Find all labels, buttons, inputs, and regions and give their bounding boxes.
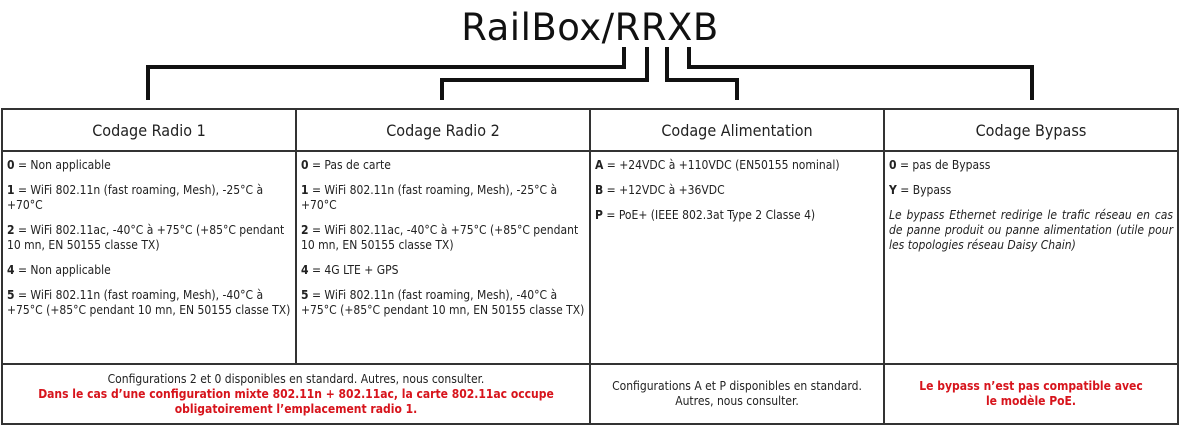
- list-item: B = +12VDC à +36VDC: [595, 183, 879, 198]
- option-text: = PoE+ (IEEE 802.3at Type 2 Classe 4): [602, 208, 816, 222]
- option-code: 1: [7, 183, 15, 197]
- power-note-line-2: Autres, nous consulter.: [675, 394, 799, 408]
- coding-table: Codage Radio 1 Codage Radio 2 Codage Ali…: [1, 108, 1179, 425]
- header-radio-1: Codage Radio 1: [1, 108, 297, 152]
- bracket-power: [665, 47, 739, 100]
- option-text: = Non applicable: [14, 263, 111, 277]
- option-text: = pas de Bypass: [896, 158, 991, 172]
- header-bypass: Codage Bypass: [883, 108, 1179, 152]
- list-item: 0 = pas de Bypass: [889, 158, 1173, 173]
- list-item: 5 = WiFi 802.11n (fast roaming, Mesh), -…: [7, 288, 291, 318]
- list-item: 1 = WiFi 802.11n (fast roaming, Mesh), -…: [7, 183, 291, 213]
- option-text: = Bypass: [896, 183, 952, 197]
- list-item: P = PoE+ (IEEE 802.3at Type 2 Classe 4): [595, 208, 879, 223]
- power-options: A = +24VDC à +110VDC (EN50155 nominal) B…: [589, 150, 885, 365]
- body-row: 0 = Non applicable 1 = WiFi 802.11n (fas…: [1, 150, 1179, 365]
- radio-note: Configurations 2 et 0 disponibles en sta…: [107, 371, 485, 386]
- header-power: Codage Alimentation: [589, 108, 885, 152]
- option-code: 4: [7, 263, 15, 277]
- option-text: = +12VDC à +36VDC: [603, 183, 725, 197]
- list-item: A = +24VDC à +110VDC (EN50155 nominal): [595, 158, 879, 173]
- option-code: 0: [889, 158, 897, 172]
- option-text: = WiFi 802.11n (fast roaming, Mesh), -25…: [301, 183, 558, 212]
- option-text: = WiFi 802.11ac, -40°C à +75°C (+85°C pe…: [301, 223, 579, 252]
- option-code: 0: [7, 158, 15, 172]
- bypass-options: 0 = pas de Bypass Y = Bypass Le bypass E…: [883, 150, 1179, 365]
- bracket-radio-2: [440, 47, 649, 100]
- option-code: 0: [301, 158, 309, 172]
- header-row: Codage Radio 1 Codage Radio 2 Codage Ali…: [1, 108, 1179, 152]
- bypass-warning-line-2: le modèle PoE.: [985, 394, 1077, 408]
- list-item: 5 = WiFi 802.11n (fast roaming, Mesh), -…: [301, 288, 585, 318]
- list-item: Y = Bypass: [889, 183, 1173, 198]
- option-text: = 4G LTE + GPS: [308, 263, 399, 277]
- option-text: = Non applicable: [14, 158, 111, 172]
- option-code: 5: [7, 288, 15, 302]
- option-text: = WiFi 802.11n (fast roaming, Mesh), -40…: [301, 288, 585, 317]
- list-item: 1 = WiFi 802.11n (fast roaming, Mesh), -…: [301, 183, 585, 213]
- product-code-title: RailBox/RRXB: [461, 6, 719, 49]
- radio-warning-line-1: Dans le cas d’une configuration mixte 80…: [38, 386, 554, 401]
- header-radio-2: Codage Radio 2: [295, 108, 591, 152]
- power-footer: Configurations A et P disponibles en sta…: [589, 363, 885, 425]
- option-text: = WiFi 802.11n (fast roaming, Mesh), -40…: [7, 288, 291, 317]
- list-item: 4 = 4G LTE + GPS: [301, 263, 585, 278]
- list-item: 4 = Non applicable: [7, 263, 291, 278]
- option-text: = WiFi 802.11ac, -40°C à +75°C (+85°C pe…: [7, 223, 285, 252]
- option-code: 4: [301, 263, 309, 277]
- radio-1-options: 0 = Non applicable 1 = WiFi 802.11n (fas…: [1, 150, 297, 365]
- bracket-bypass: [687, 47, 1034, 100]
- option-text: = WiFi 802.11n (fast roaming, Mesh), -25…: [7, 183, 264, 212]
- option-code: 2: [7, 223, 15, 237]
- radio-warning-line-2: obligatoirement l’emplacement radio 1.: [174, 401, 418, 416]
- code-brackets: [146, 47, 1034, 100]
- option-code: Y: [889, 183, 897, 197]
- list-item: 0 = Non applicable: [7, 158, 291, 173]
- option-code: B: [595, 183, 604, 197]
- bypass-footer: Le bypass n’est pas compatible avec le m…: [883, 363, 1179, 425]
- radio-footer: Configurations 2 et 0 disponibles en sta…: [1, 363, 591, 425]
- list-item: 2 = WiFi 802.11ac, -40°C à +75°C (+85°C …: [301, 223, 585, 253]
- power-note-line-1: Configurations A et P disponibles en sta…: [612, 379, 862, 393]
- bypass-warning-line-1: Le bypass n’est pas compatible avec: [919, 379, 1143, 393]
- bypass-note: Le bypass Ethernet redirige le trafic ré…: [889, 208, 1173, 252]
- option-code: 2: [301, 223, 309, 237]
- list-item: 0 = Pas de carte: [301, 158, 585, 173]
- footer-row: Configurations 2 et 0 disponibles en sta…: [1, 363, 1179, 425]
- radio-2-options: 0 = Pas de carte 1 = WiFi 802.11n (fast …: [295, 150, 591, 365]
- option-text: = +24VDC à +110VDC (EN50155 nominal): [603, 158, 840, 172]
- option-text: = Pas de carte: [308, 158, 391, 172]
- option-code: P: [595, 208, 603, 222]
- option-code: 5: [301, 288, 309, 302]
- option-code: A: [595, 158, 604, 172]
- option-code: 1: [301, 183, 309, 197]
- list-item: 2 = WiFi 802.11ac, -40°C à +75°C (+85°C …: [7, 223, 291, 253]
- bracket-radio-1: [146, 47, 626, 100]
